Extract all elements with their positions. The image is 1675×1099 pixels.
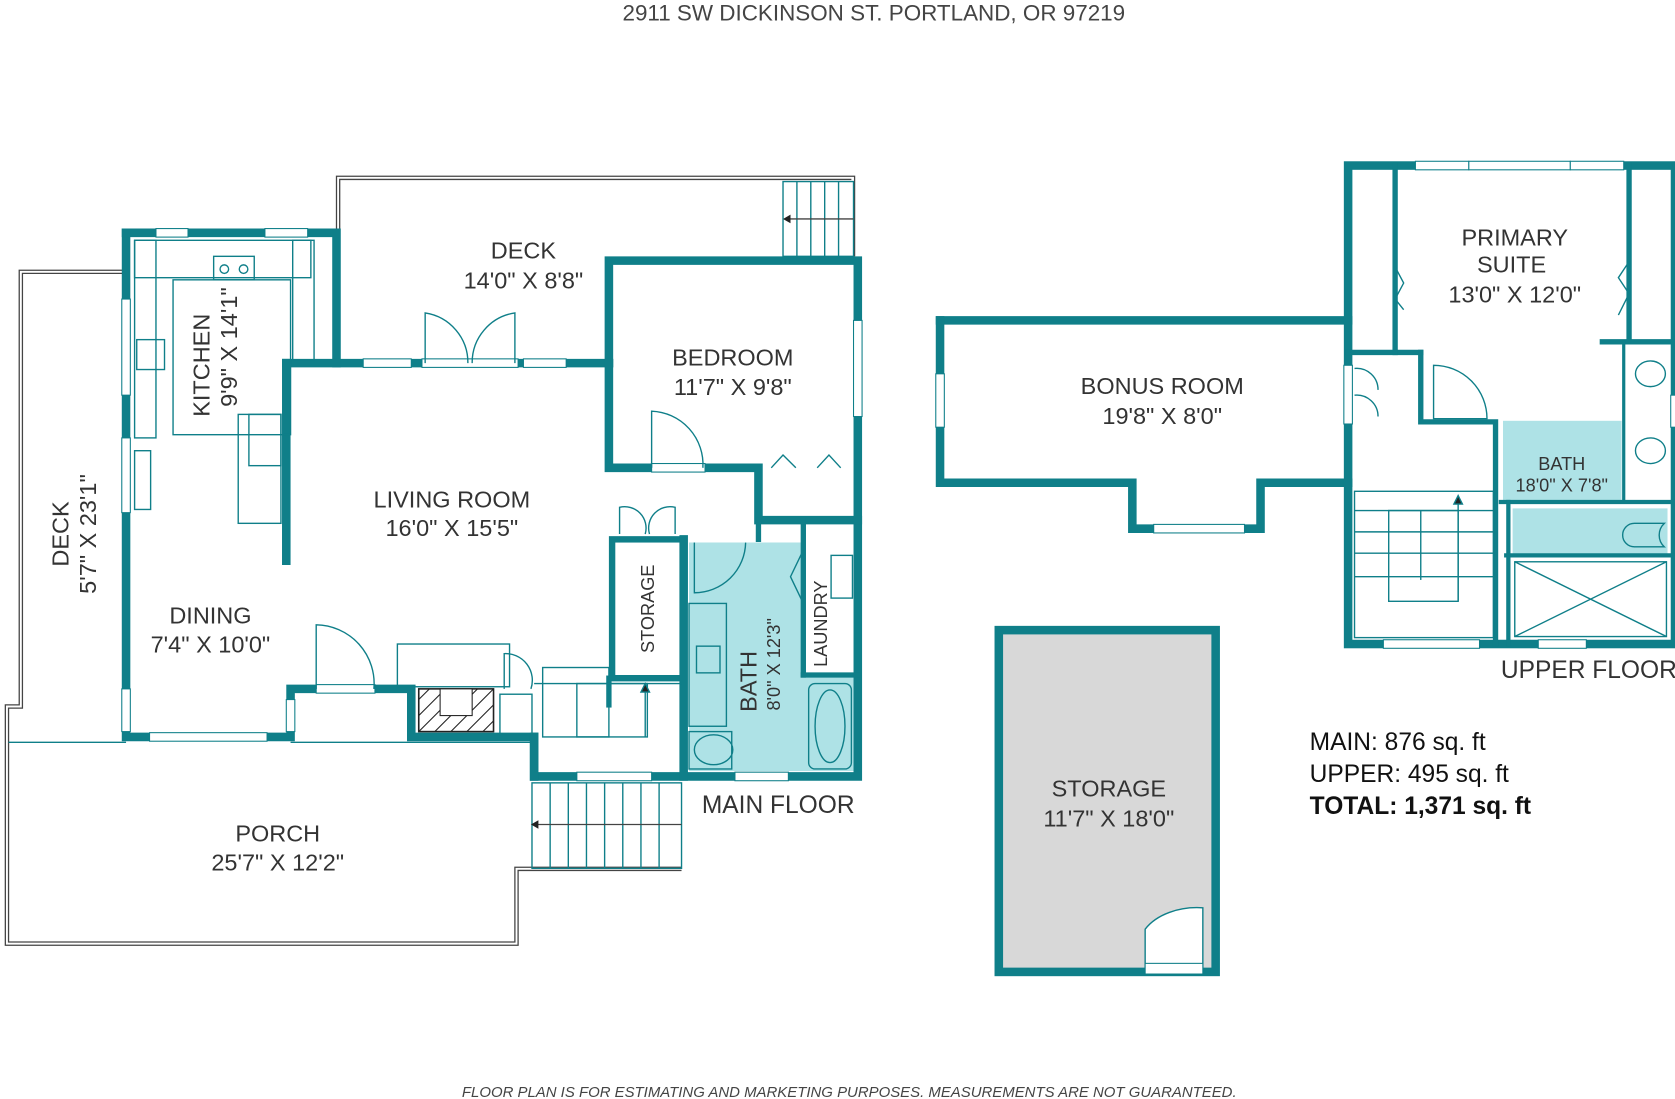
room-name-primary: PRIMARY <box>1461 225 1568 251</box>
main-floor-decks <box>4 175 856 946</box>
area-summary: MAIN: 876 sq. ft UPPER: 495 sq. ft TOTAL… <box>1310 729 1531 820</box>
room-dims-outbuilding: 11'7" X 18'0" <box>1043 806 1174 832</box>
deck-stairs <box>782 180 855 258</box>
room-dims-kitchen: 9'9" X 14'1" <box>216 287 242 407</box>
main-bath-fill <box>689 542 855 772</box>
main-floor-label: MAIN FLOOR <box>702 792 855 819</box>
upper-floor-labels: BONUS ROOM 19'8" X 8'0" PRIMARY SUITE 13… <box>1081 225 1675 685</box>
room-dims-deck: 14'0" X 8'8" <box>464 267 584 293</box>
room-dims-bonus-room: 19'8" X 8'0" <box>1102 403 1222 429</box>
room-dims-dining: 7'4" X 10'0" <box>151 632 271 658</box>
total-area: TOTAL: 1,371 sq. ft <box>1310 793 1531 820</box>
room-dims-upper-bath: 18'0" X 7'8" <box>1516 475 1608 495</box>
room-dims-side-deck: 5'7" X 23'1" <box>75 474 101 594</box>
room-dims-primary-suite: 13'0" X 12'0" <box>1448 281 1581 307</box>
room-name-dining: DINING <box>169 603 251 629</box>
room-name-bedroom: BEDROOM <box>672 344 793 370</box>
room-name-deck: DECK <box>491 237 557 263</box>
upper-floor-walls <box>935 160 1675 649</box>
upper-bath-fill <box>1503 420 1622 501</box>
room-name-side-deck: DECK <box>47 501 73 567</box>
room-dims-bath: 8'0" X 12'3" <box>764 618 784 710</box>
main-floor-labels: DECK 14'0" X 8'8" BEDROOM 11'7" X 9'8" K… <box>47 237 854 875</box>
room-dims-porch: 25'7" X 12'2" <box>211 849 344 875</box>
storage-outbuilding: STORAGE 11'7" X 18'0" <box>994 625 1220 977</box>
room-name-bath: BATH <box>735 651 761 712</box>
upper-area: UPPER: 495 sq. ft <box>1310 761 1509 788</box>
room-dims-living-room: 16'0" X 15'5" <box>385 515 518 541</box>
main-area: MAIN: 876 sq. ft <box>1310 729 1486 756</box>
upper-floor-label: UPPER FLOOR <box>1501 657 1675 684</box>
address-title: 2911 SW DICKINSON ST. PORTLAND, OR 97219 <box>622 0 1125 25</box>
room-name-suite: SUITE <box>1477 251 1546 277</box>
porch-stairs <box>530 782 683 870</box>
room-name-kitchen: KITCHEN <box>188 314 214 417</box>
main-floor-walls <box>121 228 863 782</box>
room-dims-bedroom: 11'7" X 9'8" <box>674 374 792 400</box>
room-name-outbuilding: STORAGE <box>1052 776 1166 802</box>
room-name-porch: PORCH <box>235 821 320 847</box>
room-name-bonus-room: BONUS ROOM <box>1081 373 1244 399</box>
room-name-laundry: LAUNDRY <box>811 581 831 667</box>
room-name-upper-bath: BATH <box>1538 454 1585 474</box>
room-name-living-room: LIVING ROOM <box>374 486 531 512</box>
fireplace <box>417 688 495 733</box>
disclaimer: FLOOR PLAN IS FOR ESTIMATING AND MARKETI… <box>462 1084 1237 1099</box>
room-name-storage: STORAGE <box>638 565 658 653</box>
